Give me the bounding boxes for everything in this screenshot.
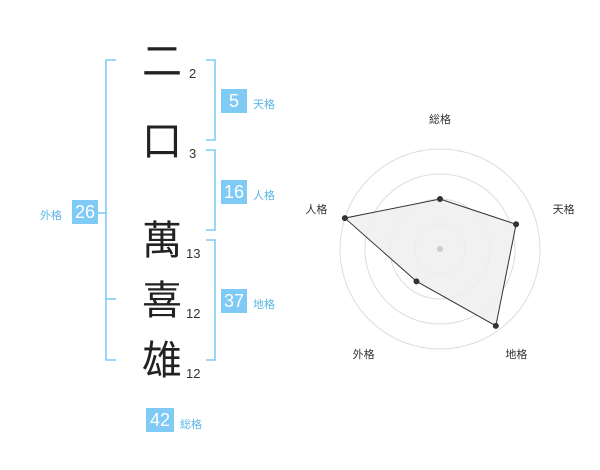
radar-center: [437, 246, 443, 252]
soukaku-label: 総格: [180, 418, 202, 431]
radar-point: [492, 322, 499, 329]
name-char-5: 雄: [142, 338, 182, 384]
name-char-3: 萬: [142, 218, 182, 264]
radar-point: [437, 196, 443, 202]
soukaku-value: 42: [146, 408, 174, 432]
jinkaku-label: 人格: [253, 189, 275, 202]
jinkaku-value: 16: [221, 180, 247, 204]
radar-ring: [364, 173, 516, 325]
stroke-count-2: 3: [189, 146, 197, 161]
radar-ring: [339, 148, 541, 350]
radar-axis-label: 外格: [353, 347, 375, 361]
radar-area: [343, 198, 517, 327]
name-char-2: 口: [142, 119, 182, 165]
stroke-count-4: 12: [186, 306, 201, 321]
name-char-4: 喜: [142, 278, 182, 324]
radar-axis-label: 地格: [505, 347, 527, 361]
radar-axis-label: 人格: [305, 202, 327, 216]
chikaku-label: 地格: [253, 298, 275, 311]
radar-point: [413, 278, 420, 285]
tenkaku-value: 5: [221, 89, 247, 113]
stroke-count-1: 2: [189, 66, 197, 81]
stroke-count-5: 12: [186, 366, 201, 381]
tenkaku-label: 天格: [253, 98, 275, 111]
gaikaku-value: 26: [72, 200, 98, 224]
gaikaku-label: 外格: [40, 209, 62, 222]
radar-axis-label: 総格: [429, 112, 451, 126]
radar-point: [341, 215, 348, 222]
radar-point: [513, 221, 520, 228]
name-char-1: 二: [142, 39, 182, 85]
stroke-count-3: 13: [186, 246, 201, 261]
radar-axis-label: 天格: [553, 202, 575, 216]
chikaku-value: 37: [221, 289, 247, 313]
